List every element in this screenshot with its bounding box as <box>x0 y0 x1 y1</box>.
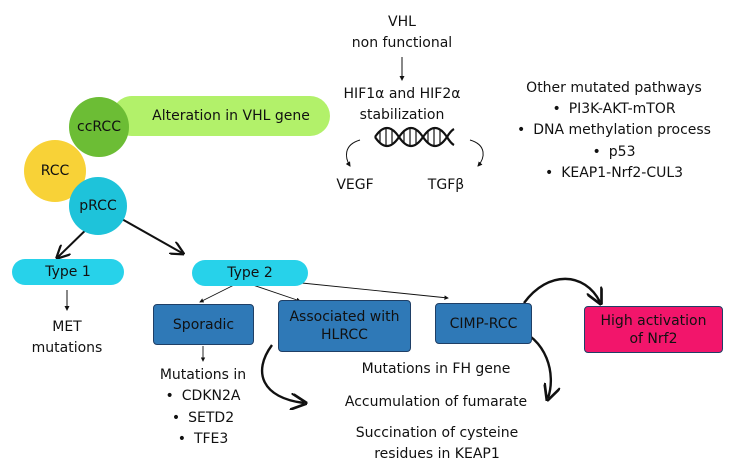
dna-helix-icon <box>374 126 455 148</box>
arrow-type2-to-hlrcc <box>249 283 301 302</box>
arrow-prcc-to-type2 <box>119 217 182 253</box>
arrow-hif-to-tgf <box>469 139 484 167</box>
arrow-type2-to-cimp <box>291 281 449 300</box>
arrow-cimp-to-nrf2 <box>523 277 600 303</box>
vhl-alteration-pill: Alteration in VHL gene <box>112 96 330 136</box>
vhl-title: VHL <box>388 14 416 30</box>
fh-gene-label: Mutations in FH gene <box>361 361 511 377</box>
mutation-item-cdkn2a: CDKN2A <box>148 388 258 405</box>
other-pathways-title: Other mutated pathways <box>526 80 702 96</box>
nrf2-line1: High activation <box>600 312 707 329</box>
hlrcc-line2: HLRCC <box>321 327 368 343</box>
pathway-item-dna-methylation: DNA methylation process <box>504 122 724 139</box>
tgf-label: TGFβ <box>427 177 465 193</box>
ccrcc-circle: ccRCC <box>69 97 129 157</box>
arrow-hif-to-vegf <box>345 139 361 167</box>
vhl-subtitle: non functional <box>351 35 453 51</box>
hif-line2: stabilization <box>359 107 445 123</box>
hif-line1: HIF1α and HIF2α <box>343 86 461 102</box>
prcc-circle: pRCC <box>69 177 127 235</box>
nrf2-line2: of Nrf2 <box>629 330 678 347</box>
type1-pill: Type 1 <box>12 259 124 285</box>
pathway-item-keap1: KEAP1-Nrf2-CUL3 <box>529 165 699 182</box>
met-line2: mutations <box>31 340 103 356</box>
mutation-item-setd2: SETD2 <box>158 410 248 427</box>
pathway-item-pi3k: PI3K-AKT-mTOR <box>534 101 694 118</box>
sporadic-mutations-title: Mutations in <box>159 367 247 383</box>
vegf-label: VEGF <box>336 177 374 193</box>
type2-label: Type 2 <box>227 265 273 281</box>
pathway-item-p53: p53 <box>574 144 654 161</box>
fumarate-label: Accumulation of fumarate <box>344 394 528 410</box>
succination-line2: residues in KEAP1 <box>374 446 500 462</box>
succination-line1: Succination of cysteine <box>355 425 519 441</box>
arrow-type2-to-sporadic <box>199 283 237 303</box>
nrf2-box: High activation of Nrf2 <box>584 306 723 353</box>
sporadic-box: Sporadic <box>153 304 254 345</box>
hlrcc-line1: Associated with <box>289 309 400 325</box>
ccrcc-label: ccRCC <box>77 119 121 135</box>
type1-label: Type 1 <box>45 264 91 280</box>
cimp-rcc-label: CIMP-RCC <box>449 315 518 332</box>
cimp-rcc-box: CIMP-RCC <box>435 303 532 344</box>
arrow-hlrcc-to-fumarate <box>260 344 304 403</box>
vhl-alteration-label: Alteration in VHL gene <box>152 108 310 124</box>
hlrcc-box: Associated with HLRCC <box>278 300 411 352</box>
sporadic-label: Sporadic <box>172 316 235 333</box>
mutation-item-tfe3: TFE3 <box>163 431 243 448</box>
rcc-label: RCC <box>40 163 70 179</box>
met-line1: MET <box>52 319 82 335</box>
type2-pill: Type 2 <box>192 260 308 286</box>
prcc-label: pRCC <box>79 198 117 214</box>
